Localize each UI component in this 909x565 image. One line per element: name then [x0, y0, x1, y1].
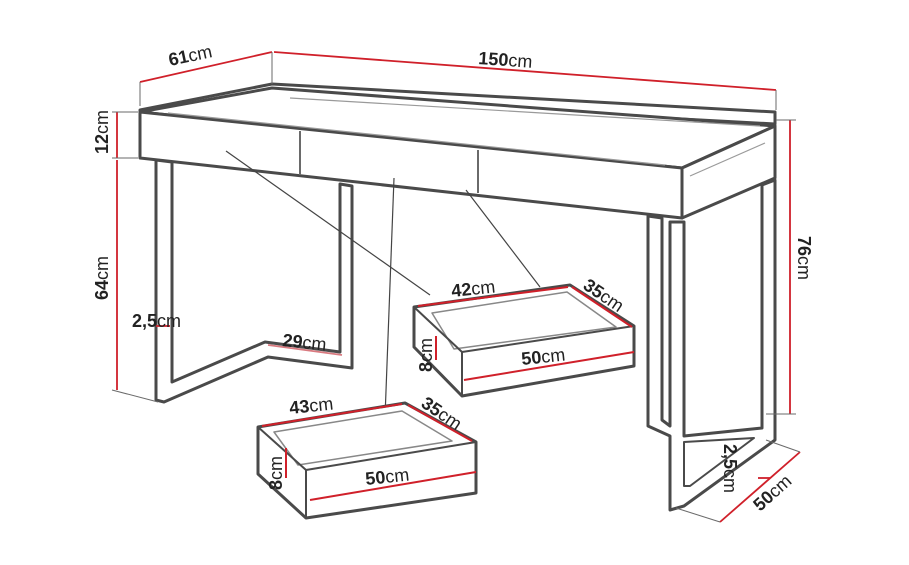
label-drawer-small-height: 8cm — [416, 338, 436, 372]
label-top-height: 12cm — [92, 110, 112, 154]
extension-lines — [111, 52, 801, 523]
label-leg-height: 64cm — [92, 256, 112, 300]
label-desk-depth: 61cm — [167, 41, 214, 70]
drawer-small-body — [412, 283, 636, 398]
label-total-height: 76cm — [794, 236, 814, 280]
label-drawer-small-inner-width: 42cm — [450, 276, 496, 300]
dim-line-depth — [139, 51, 273, 83]
label-leg-foot: 29cm — [282, 330, 328, 354]
label-drawer-large-front: 50cm — [364, 464, 410, 488]
drawer-small-dimension-lines — [417, 286, 635, 381]
leader-left-drawer — [225, 150, 431, 296]
drawer-large-dimension-lines — [261, 403, 477, 501]
label-drawer-large-height: 8cm — [266, 456, 286, 490]
drawer-small — [412, 283, 636, 398]
right-leg — [646, 178, 777, 512]
drawer-leader-lines — [225, 150, 541, 445]
leader-middle-drawer — [383, 177, 395, 445]
label-leg-thickness: 2,5cm — [132, 311, 181, 331]
label-drawer-small-front: 50cm — [520, 344, 566, 368]
desk-top-details — [167, 97, 766, 193]
label-drawer-large-inner-width: 43cm — [288, 393, 334, 417]
leader-right-drawer — [465, 189, 541, 288]
main-dimension-lines — [116, 51, 801, 523]
drawer-large — [256, 401, 478, 520]
drawer-large-inner — [273, 410, 453, 466]
labels: 61cm 150cm 12cm 64cm 76cm 2,5cm 29cm 2,5… — [92, 41, 814, 515]
dim-line-width — [273, 51, 777, 91]
label-desk-width: 150cm — [478, 48, 533, 72]
desk-top — [138, 82, 777, 220]
label-base-thickness: 2,5cm — [720, 444, 740, 493]
left-leg — [154, 158, 354, 404]
dim-line-base-depth — [719, 451, 801, 523]
